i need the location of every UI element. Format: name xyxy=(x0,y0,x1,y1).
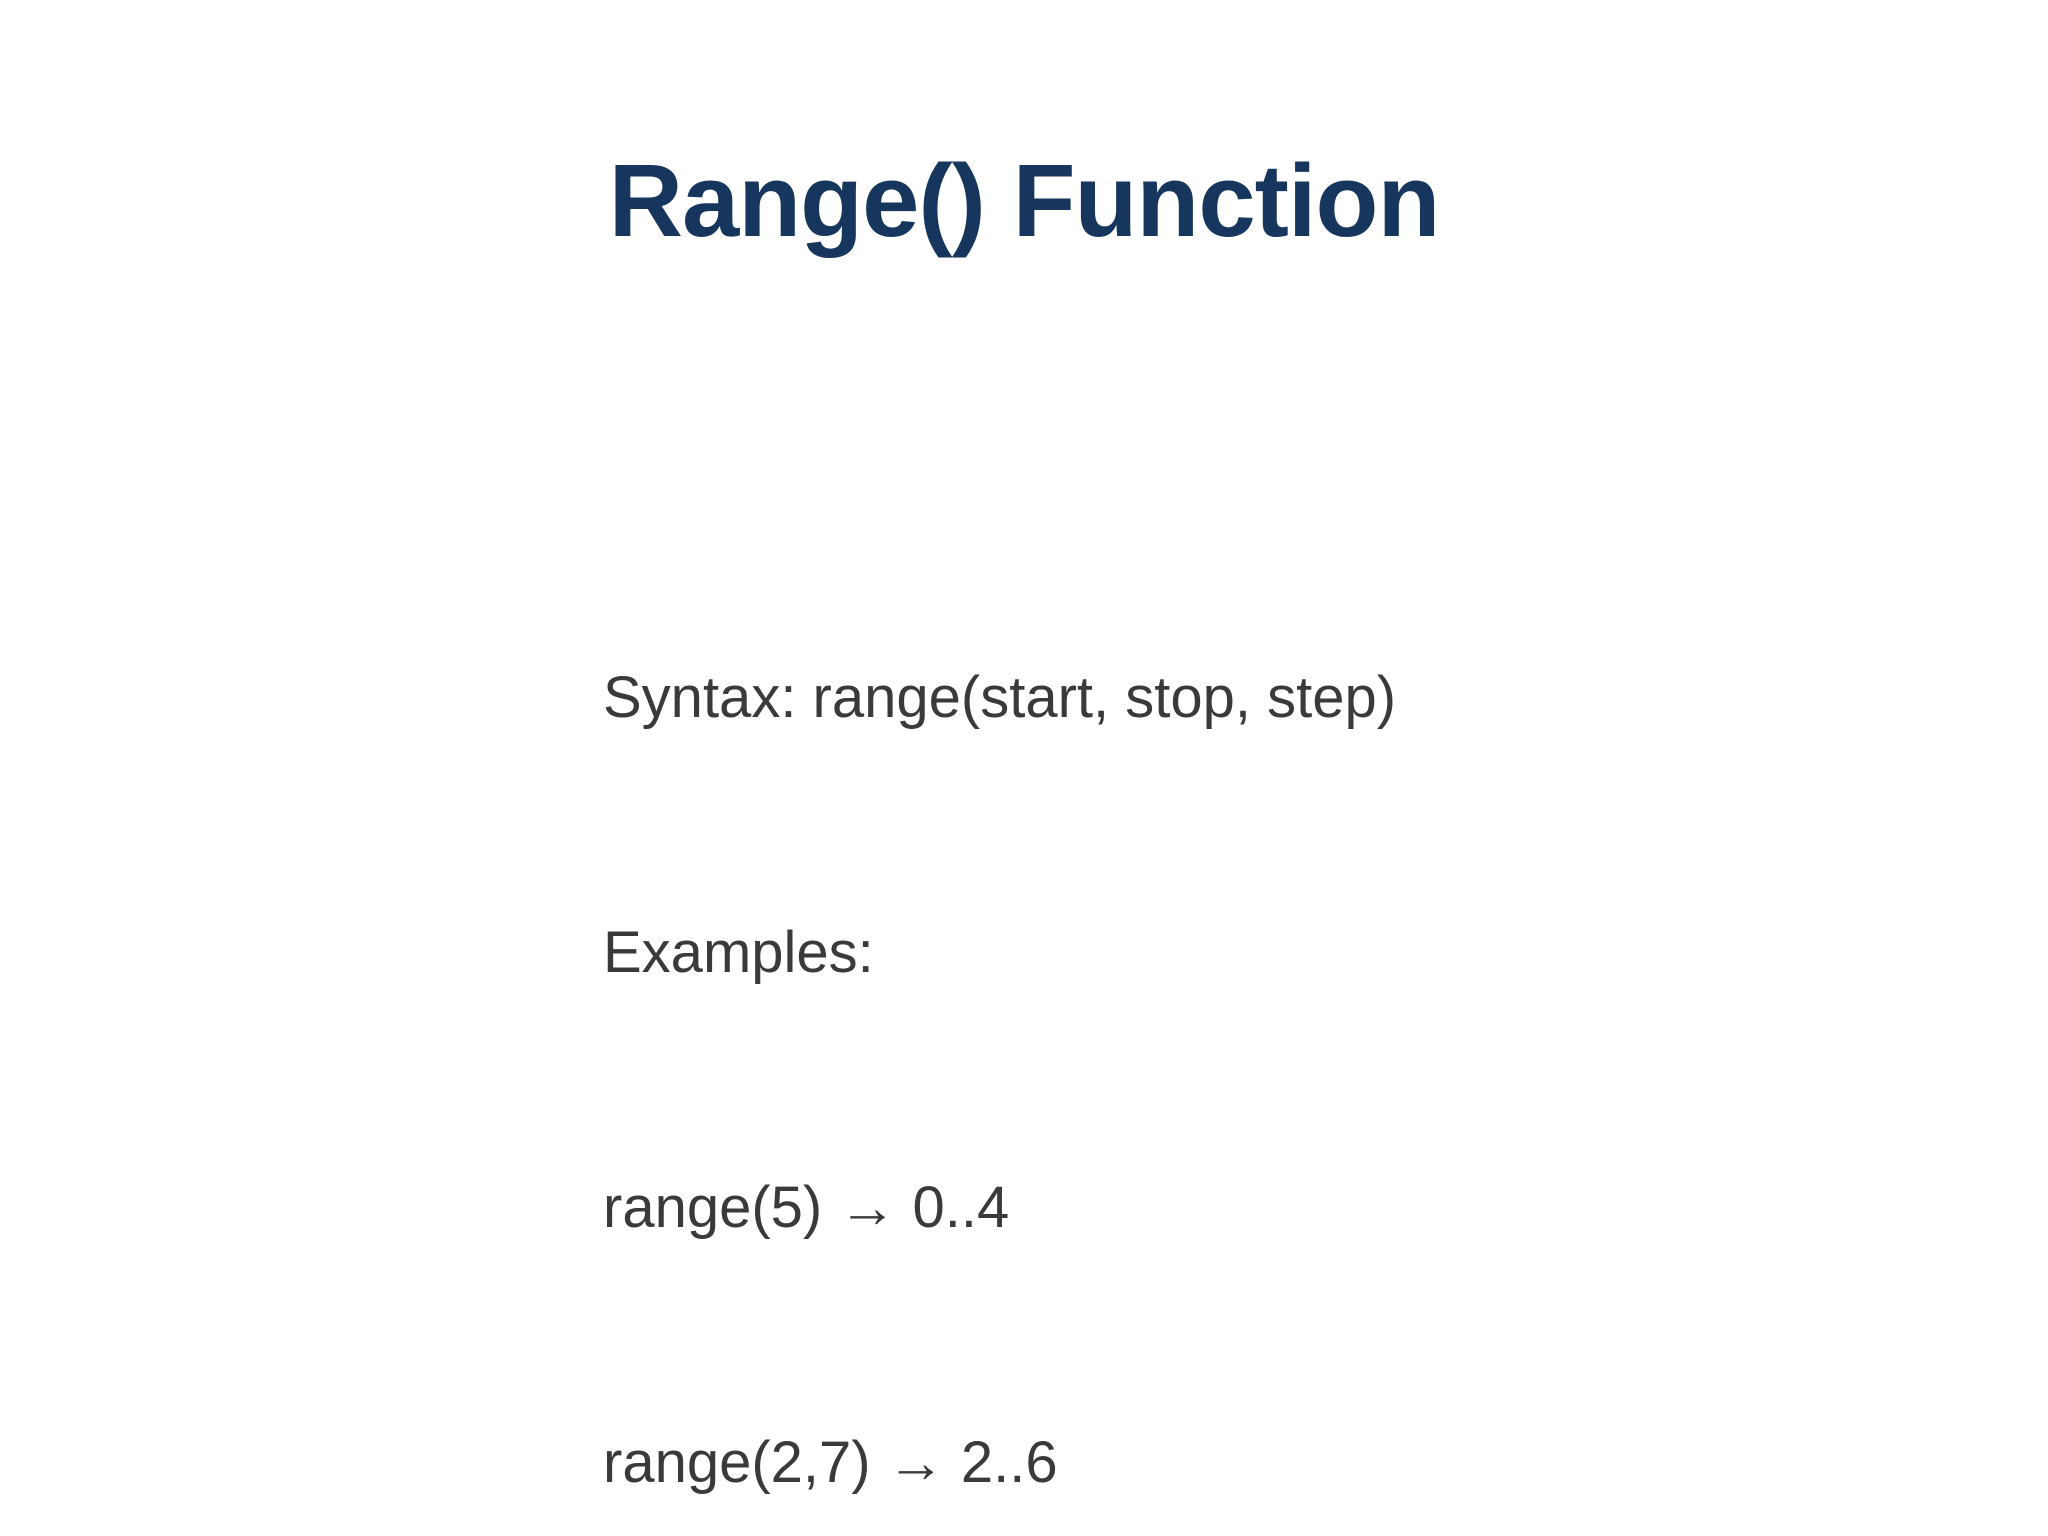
slide-title: Range() Function xyxy=(608,143,1441,258)
body-line-syntax: Syntax: range(start, stop, step) xyxy=(603,665,1397,730)
slide-body-text: Syntax: range(start, stop, step) Example… xyxy=(603,485,1396,1536)
body-line-example-range-2-7: range(2,7) → 2..6 xyxy=(603,1430,1058,1495)
body-line-example-range-5: range(5) → 0..4 xyxy=(603,1175,1010,1240)
body-line-examples-heading: Examples: xyxy=(603,920,874,985)
